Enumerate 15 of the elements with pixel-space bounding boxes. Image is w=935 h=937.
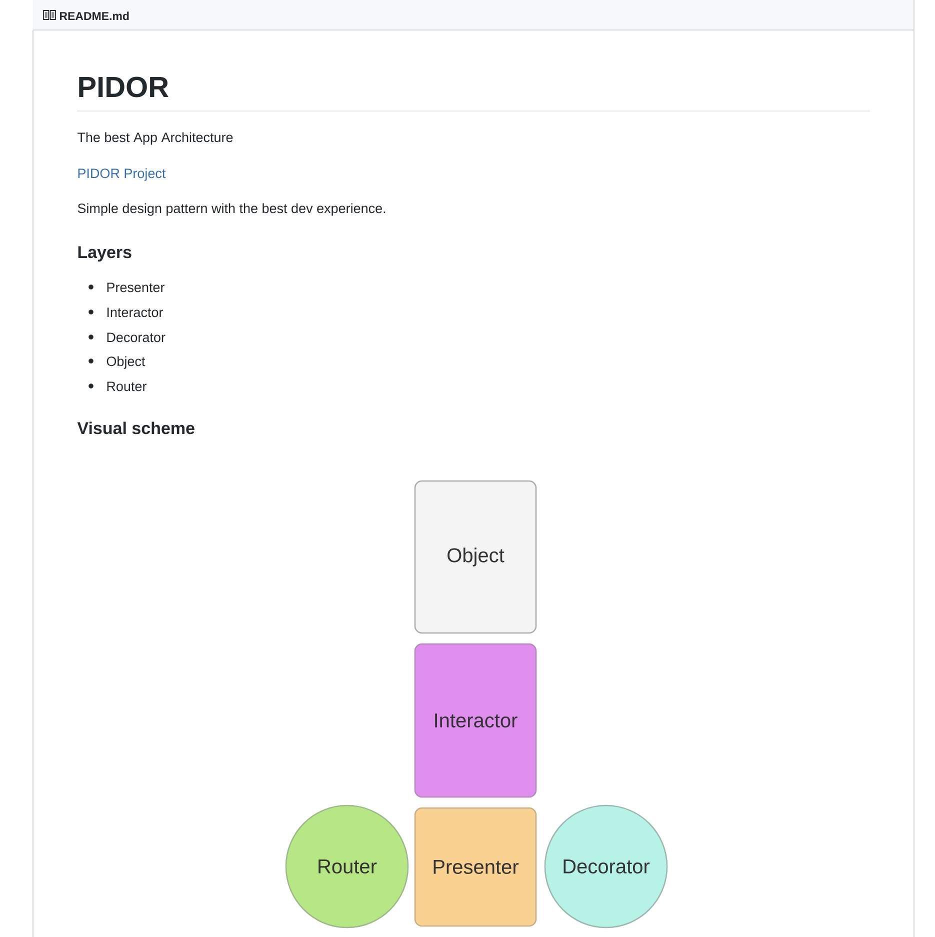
list-item: Presenter [107,282,164,292]
section-heading: Layers [78,246,132,262]
rounded-box: Interactor [414,643,537,798]
rounded-box: Object [414,480,537,634]
list-item: Decorator [107,332,166,342]
heading: PIDOR [79,76,168,98]
link: PIDOR Project [78,168,166,181]
section-heading: Visual scheme [77,422,194,434]
list-item: Interactor [107,308,163,318]
list-item: Router [107,382,146,392]
list-item: Object [106,356,146,369]
text: The best App Architecture [78,132,233,145]
text: Simple design pattern with the best dev experience. [78,203,386,216]
file-name: README.md [60,12,129,20]
rounded-box: Presenter [414,807,537,927]
